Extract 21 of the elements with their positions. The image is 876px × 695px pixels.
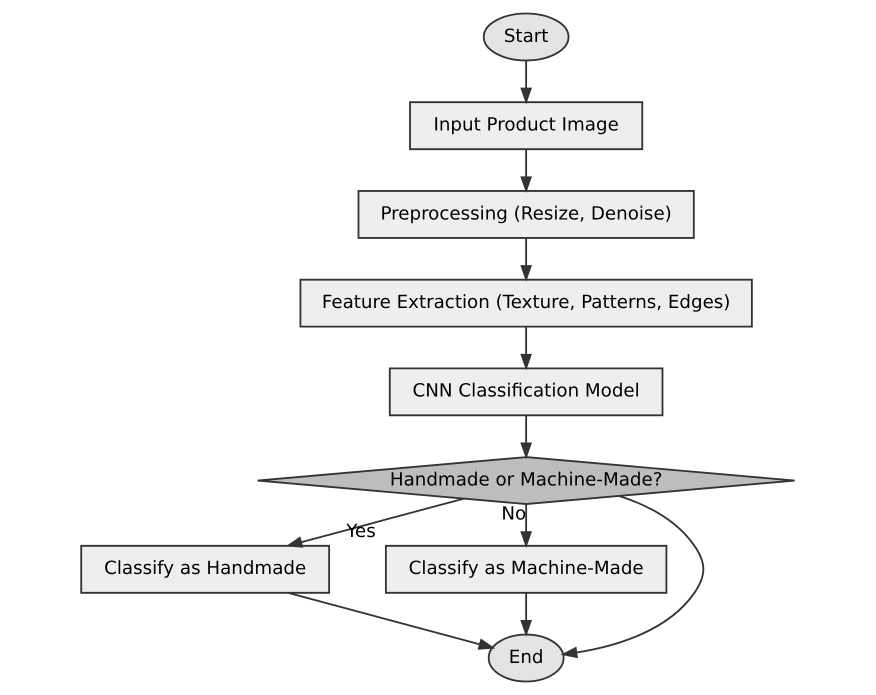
node-box: Classify as Handmade: [80, 544, 330, 594]
edge-label: Yes: [346, 520, 376, 542]
arrow: [520, 416, 532, 460]
arrow: [520, 60, 532, 104]
node-diamond: Handmade or Machine-Made?: [256, 456, 796, 505]
arrow: [520, 593, 532, 637]
arrow: [288, 592, 496, 650]
arrow: [560, 495, 704, 658]
node-ellipse: End: [488, 634, 564, 682]
arrow: [520, 504, 532, 548]
arrow: [286, 498, 464, 548]
arrow: [520, 327, 532, 371]
node-box: CNN Classification Model: [388, 367, 664, 416]
arrow: [520, 238, 532, 282]
node-ellipse: Start: [482, 12, 570, 62]
edge-label: No: [501, 504, 526, 525]
node-box: Preprocessing (Resize, Denoise): [358, 190, 695, 239]
node-box: Input Product Image: [409, 101, 644, 150]
arrow: [520, 150, 532, 194]
node-box: Feature Extraction (Texture, Patterns, Edges): [300, 278, 753, 328]
node-box: Classify as Machine-Made: [384, 544, 668, 594]
